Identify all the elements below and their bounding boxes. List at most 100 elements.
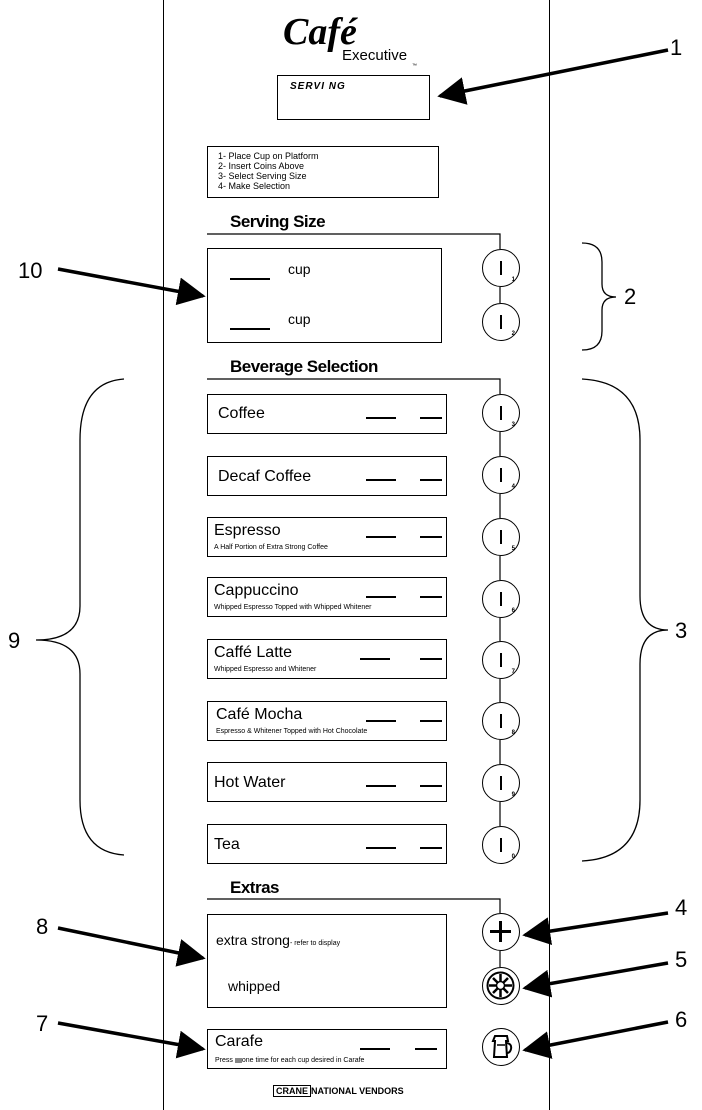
extra-strong-button[interactable] xyxy=(482,913,520,951)
arrow-10 xyxy=(57,267,206,306)
serving-size-title: Serving Size xyxy=(230,212,326,231)
price-blank xyxy=(420,479,442,481)
plus-icon xyxy=(490,921,511,942)
footer-brand-rest: NATIONAL VENDORS xyxy=(311,1086,404,1096)
callout-5: 5 xyxy=(675,947,688,972)
callout-6: 6 xyxy=(675,1007,688,1032)
arrow-1 xyxy=(437,48,669,105)
price-blank xyxy=(366,847,396,849)
beverage-button-mocha[interactable]: 8 xyxy=(482,702,520,740)
callout-8: 8 xyxy=(36,914,49,939)
callout-3: 3 xyxy=(675,618,688,643)
serving-size-button-1[interactable]: 1 xyxy=(482,249,520,287)
front-panel xyxy=(163,0,550,1110)
arrow-8 xyxy=(57,926,206,967)
beverage-button-espresso[interactable]: 5 xyxy=(482,518,520,556)
arrow-7 xyxy=(57,1021,206,1059)
beverage-name: Coffee xyxy=(218,405,265,422)
extra-strong-text: extra strong xyxy=(216,932,290,948)
beverage-desc: Whipped Espresso and Whitener xyxy=(214,666,317,673)
beverage-desc: Espresso & Whitener Topped with Hot Choc… xyxy=(216,728,368,735)
instruction-1: 1- Place Cup on Platform xyxy=(218,151,319,161)
beverage-selection-title: Beverage Selection xyxy=(230,357,378,376)
beverage-desc: A Half Portion of Extra Strong Coffee xyxy=(214,544,328,551)
carafe-mini-icon xyxy=(234,1057,242,1063)
callout-2: 2 xyxy=(624,284,637,309)
price-blank xyxy=(420,596,442,598)
cup-2-blank xyxy=(230,328,270,330)
price-blank xyxy=(360,658,390,660)
beverage-box-espresso: Espresso A Half Portion of Extra Strong … xyxy=(207,517,447,557)
beverage-button-hot-water[interactable]: 9 xyxy=(482,764,520,802)
display-text: SERVI NG xyxy=(290,81,346,92)
price-blank xyxy=(366,417,396,419)
carafe-box: Carafe Press one time for each cup desir… xyxy=(207,1029,447,1069)
arrow-5 xyxy=(522,961,669,998)
whisk-icon xyxy=(486,971,515,1000)
callout-7: 7 xyxy=(36,1011,49,1036)
brace-3 xyxy=(581,378,669,862)
carafe-desc: Press one time for each cup desired in C… xyxy=(215,1057,364,1064)
carafe-desc-post: one time for each cup desired in Carafe xyxy=(241,1057,365,1064)
beverage-box-cappuccino: Cappuccino Whipped Espresso Topped with … xyxy=(207,577,447,617)
price-blank xyxy=(420,785,442,787)
price-blank xyxy=(420,658,442,660)
beverage-box-mocha: Café Mocha Espresso & Whitener Topped wi… xyxy=(207,701,447,741)
callout-9: 9 xyxy=(8,628,21,653)
beverage-name: Decaf Coffee xyxy=(218,468,312,485)
callout-10: 10 xyxy=(18,258,43,283)
cup-1-label: cup xyxy=(288,261,311,277)
extra-strong-note: - refer to display xyxy=(289,940,341,947)
beverage-name: Cappuccino xyxy=(214,582,299,599)
beverage-name: Espresso xyxy=(214,522,281,539)
price-blank xyxy=(420,847,442,849)
logo-brand: Café xyxy=(283,11,357,53)
beverage-box-latte: Caffé Latte Whipped Espresso and Whitene… xyxy=(207,639,447,679)
whipped-label: whipped xyxy=(228,978,281,994)
beverage-name: Café Mocha xyxy=(216,706,303,723)
beverage-button-decaf[interactable]: 4 xyxy=(482,456,520,494)
logo-trademark: ™ xyxy=(412,63,417,69)
beverage-button-latte[interactable]: 7 xyxy=(482,641,520,679)
carafe-desc-pre: Press xyxy=(215,1057,233,1064)
beverage-name: Hot Water xyxy=(214,774,286,791)
extra-strong-label: extra strong- refer to display xyxy=(216,932,340,948)
price-blank xyxy=(360,1048,390,1050)
callout-4: 4 xyxy=(675,895,688,920)
logo-model: Executive xyxy=(342,47,408,64)
arrow-4 xyxy=(522,911,669,946)
price-blank xyxy=(420,720,442,722)
arrow-6 xyxy=(522,1020,669,1059)
price-blank xyxy=(415,1048,437,1050)
price-blank xyxy=(366,785,396,787)
instruction-4: 4- Make Selection xyxy=(218,181,291,191)
beverage-button-tea[interactable]: 0 xyxy=(482,826,520,864)
serving-size-box: cup cup xyxy=(207,248,442,343)
beverage-button-coffee[interactable]: 3 xyxy=(482,394,520,432)
carafe-icon xyxy=(491,1035,513,1058)
serving-size-button-2[interactable]: 2 xyxy=(482,303,520,341)
footer-brand-boxed: CRANE xyxy=(273,1085,312,1097)
beverage-box-coffee: Coffee xyxy=(207,394,447,434)
cup-1-blank xyxy=(230,278,270,280)
callout-1: 1 xyxy=(670,35,683,60)
beverage-name: Tea xyxy=(214,836,240,853)
extras-box: extra strong- refer to display whipped xyxy=(207,914,447,1008)
brace-9 xyxy=(35,378,125,856)
price-blank xyxy=(366,720,396,722)
price-blank xyxy=(420,417,442,419)
instructions-box: 1- Place Cup on Platform 2- Insert Coins… xyxy=(207,146,439,198)
carafe-label: Carafe xyxy=(215,1033,264,1050)
carafe-button[interactable] xyxy=(482,1028,520,1066)
whipped-button[interactable] xyxy=(482,967,520,1005)
extras-title: Extras xyxy=(230,878,279,897)
beverage-button-cappuccino[interactable]: 6 xyxy=(482,580,520,618)
cup-2-label: cup xyxy=(288,311,311,327)
price-blank xyxy=(366,536,396,538)
instruction-2: 2- Insert Coins Above xyxy=(218,161,305,171)
beverage-desc: Whipped Espresso Topped with Whipped Whi… xyxy=(214,604,372,611)
brace-2 xyxy=(581,242,617,351)
